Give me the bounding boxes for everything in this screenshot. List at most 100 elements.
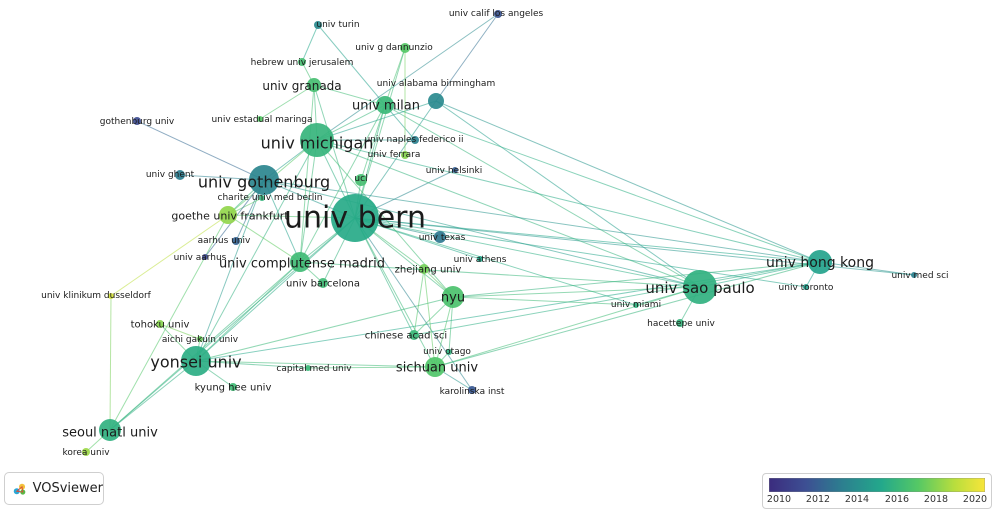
node-label-dannunzio[interactable]: univ g dannunzio bbox=[355, 43, 433, 53]
node-helsinki[interactable] bbox=[452, 167, 458, 173]
node-label-ucl[interactable]: ucl bbox=[354, 174, 367, 184]
node-hacettepe[interactable] bbox=[676, 319, 684, 327]
node-label-karolinska[interactable]: karolinska inst bbox=[440, 387, 505, 397]
node-hong_kong[interactable] bbox=[808, 250, 832, 274]
node-gothenburg_u[interactable] bbox=[133, 117, 141, 125]
node-complutense[interactable] bbox=[290, 252, 310, 272]
node-label-aarhus_univ[interactable]: aarhus univ bbox=[198, 236, 251, 246]
node-univ_aarhus[interactable] bbox=[202, 254, 208, 260]
link-tohoku-aichi bbox=[159, 323, 201, 340]
node-label-turin[interactable]: univ turin bbox=[316, 20, 359, 30]
node-korea[interactable] bbox=[82, 448, 90, 456]
node-label-granada[interactable]: univ granada bbox=[262, 79, 341, 93]
node-label-goethe[interactable]: goethe univ frankfurt bbox=[171, 210, 289, 223]
node-label-naples[interactable]: univ naples federico ii bbox=[364, 135, 463, 145]
node-label-otago[interactable]: univ otago bbox=[423, 347, 471, 357]
link-nyu-miami bbox=[452, 296, 637, 306]
link-milan-granada bbox=[313, 84, 386, 106]
node-label-gothenburg_u[interactable]: gothenburg univ bbox=[100, 117, 175, 127]
node-aarhus_univ[interactable] bbox=[232, 237, 240, 245]
node-label-zhejiang[interactable]: zhejiang univ bbox=[395, 265, 462, 276]
node-label-med_sci[interactable]: univ med sci bbox=[891, 271, 948, 281]
node-gothenburg[interactable] bbox=[249, 165, 279, 195]
node-label-kyung_hee[interactable]: kyung hee univ bbox=[195, 383, 272, 394]
node-label-korea[interactable]: korea univ bbox=[62, 448, 110, 458]
node-label-univ_aarhus[interactable]: univ aarhus bbox=[174, 253, 227, 263]
node-yonsei[interactable] bbox=[181, 346, 211, 376]
node-label-maringa[interactable]: univ estadual maringa bbox=[211, 115, 312, 125]
node-label-milan[interactable]: univ milan bbox=[352, 99, 420, 114]
node-label-toronto[interactable]: univ toronto bbox=[779, 283, 834, 293]
node-chinese_acad[interactable] bbox=[409, 330, 419, 340]
node-charite[interactable] bbox=[259, 195, 265, 201]
node-label-seoul[interactable]: seoul natl univ bbox=[62, 426, 158, 441]
node-label-hebrew[interactable]: hebrew univ jerusalem bbox=[251, 58, 354, 68]
node-otago[interactable] bbox=[446, 349, 452, 355]
link-turin-hebrew bbox=[301, 24, 319, 63]
node-ferrara[interactable] bbox=[401, 151, 409, 159]
vosviewer-badge[interactable]: VOSviewer bbox=[4, 472, 104, 505]
node-label-nyu[interactable]: nyu bbox=[441, 291, 465, 306]
node-hebrew[interactable] bbox=[298, 58, 306, 66]
node-granada[interactable] bbox=[307, 78, 321, 92]
node-label-chinese_acad[interactable]: chinese acad sci bbox=[365, 331, 447, 342]
node-label-alabama[interactable]: univ alabama birmingham bbox=[377, 79, 495, 89]
node-naples[interactable] bbox=[411, 136, 419, 144]
node-label-tohoku[interactable]: tohoku univ bbox=[131, 320, 190, 331]
node-label-sichuan[interactable]: sichuan univ bbox=[396, 361, 478, 376]
node-label-texas[interactable]: univ texas bbox=[419, 233, 466, 243]
node-barcelona[interactable] bbox=[318, 278, 328, 288]
link-milan-complutense bbox=[299, 104, 386, 263]
node-label-athens[interactable]: univ athens bbox=[454, 255, 507, 265]
node-goethe[interactable] bbox=[219, 206, 237, 224]
node-label-yonsei[interactable]: yonsei univ bbox=[150, 353, 241, 372]
node-aichi[interactable] bbox=[197, 336, 203, 342]
node-med_sci[interactable] bbox=[911, 272, 917, 278]
node-seoul[interactable] bbox=[99, 419, 121, 441]
node-ghent[interactable] bbox=[175, 170, 185, 180]
node-dusseldorf[interactable] bbox=[108, 293, 114, 299]
node-michigan[interactable] bbox=[300, 123, 334, 157]
node-sichuan[interactable] bbox=[425, 357, 445, 377]
node-zhejiang[interactable] bbox=[419, 264, 429, 274]
node-capital_med[interactable] bbox=[305, 365, 311, 371]
node-toronto[interactable] bbox=[803, 284, 809, 290]
node-label-barcelona[interactable]: univ barcelona bbox=[286, 279, 360, 290]
node-label-ferrara[interactable]: univ ferrara bbox=[368, 150, 421, 160]
node-label-hacettepe[interactable]: hacettepe univ bbox=[647, 319, 715, 329]
node-label-helsinki[interactable]: univ helsinki bbox=[426, 166, 482, 176]
node-dannunzio[interactable] bbox=[400, 43, 410, 53]
node-texas[interactable] bbox=[434, 231, 446, 243]
node-label-aichi[interactable]: aichi gakuin univ bbox=[162, 335, 239, 345]
node-ucla[interactable] bbox=[494, 10, 502, 18]
node-sao_paulo[interactable] bbox=[683, 270, 717, 304]
node-label-complutense[interactable]: univ complutense madrid bbox=[219, 257, 385, 272]
node-miami[interactable] bbox=[633, 302, 639, 308]
node-tohoku[interactable] bbox=[156, 320, 164, 328]
link-sao_paulo-hong_kong bbox=[699, 261, 821, 288]
node-nyu[interactable] bbox=[442, 286, 464, 308]
node-label-ucla[interactable]: univ calif los angeles bbox=[449, 9, 544, 19]
node-label-bern[interactable]: univ bern bbox=[284, 201, 426, 236]
node-label-charite[interactable]: charite univ med berlin bbox=[218, 193, 323, 203]
node-alabama[interactable] bbox=[428, 93, 444, 109]
node-maringa[interactable] bbox=[257, 116, 263, 122]
node-milan[interactable] bbox=[376, 96, 394, 114]
node-label-gothenburg[interactable]: univ gothenburg bbox=[198, 173, 330, 192]
node-label-michigan[interactable]: univ michigan bbox=[261, 134, 374, 153]
link-hong_kong-med_sci bbox=[819, 261, 915, 276]
node-karolinska[interactable] bbox=[468, 386, 476, 394]
node-bern[interactable] bbox=[331, 194, 379, 242]
node-athens[interactable] bbox=[477, 256, 483, 262]
node-label-sao_paulo[interactable]: univ sao paulo bbox=[645, 279, 754, 297]
node-ucl[interactable] bbox=[355, 174, 367, 186]
node-label-miami[interactable]: univ miami bbox=[611, 300, 661, 310]
node-label-dusseldorf[interactable]: univ klinikum dusseldorf bbox=[41, 291, 152, 301]
link-bern-miami bbox=[354, 217, 637, 306]
node-label-capital_med[interactable]: capital med univ bbox=[276, 364, 352, 374]
node-turin[interactable] bbox=[314, 21, 322, 29]
node-label-ghent[interactable]: univ ghent bbox=[146, 170, 195, 180]
node-kyung_hee[interactable] bbox=[229, 383, 237, 391]
node-label-hong_kong[interactable]: univ hong kong bbox=[766, 255, 874, 271]
